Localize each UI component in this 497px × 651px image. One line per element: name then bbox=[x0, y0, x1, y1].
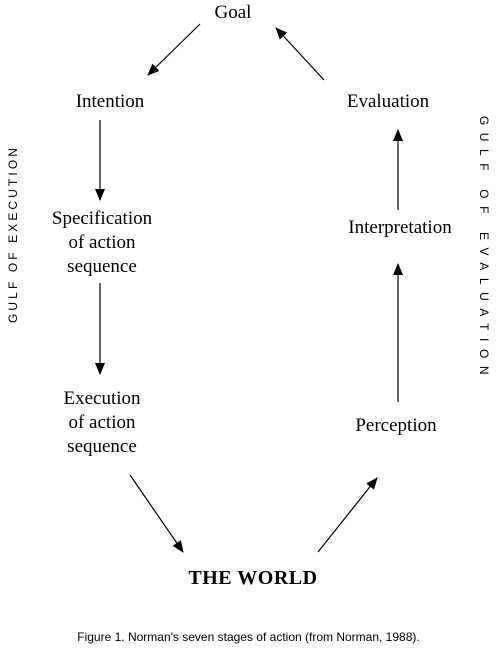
figure-caption: Figure 1. Norman's seven stages of actio… bbox=[77, 630, 420, 644]
stage-the-world: THE WORLD bbox=[188, 567, 318, 589]
stage-execution: Execution of action sequence bbox=[63, 388, 141, 457]
arrow-execution-to-world bbox=[129, 474, 184, 553]
stage-intention: Intention bbox=[75, 91, 145, 112]
stage-goal: Goal bbox=[214, 2, 252, 23]
stage-specification: Specification of action sequence bbox=[51, 208, 153, 277]
gulf-of-execution-text: GULF OF EXECUTION bbox=[6, 144, 20, 324]
arrow-evaluation-to-goal bbox=[275, 27, 325, 81]
stage-perception: Perception bbox=[355, 415, 437, 436]
arrow-world-to-perception bbox=[317, 477, 378, 553]
arrow-goal-to-intention bbox=[147, 23, 201, 76]
gulf-of-evaluation-text: GULF OF EVALUATION bbox=[477, 115, 491, 383]
stage-interpretation: Interpretation bbox=[348, 217, 452, 238]
stage-evaluation: Evaluation bbox=[346, 91, 430, 112]
